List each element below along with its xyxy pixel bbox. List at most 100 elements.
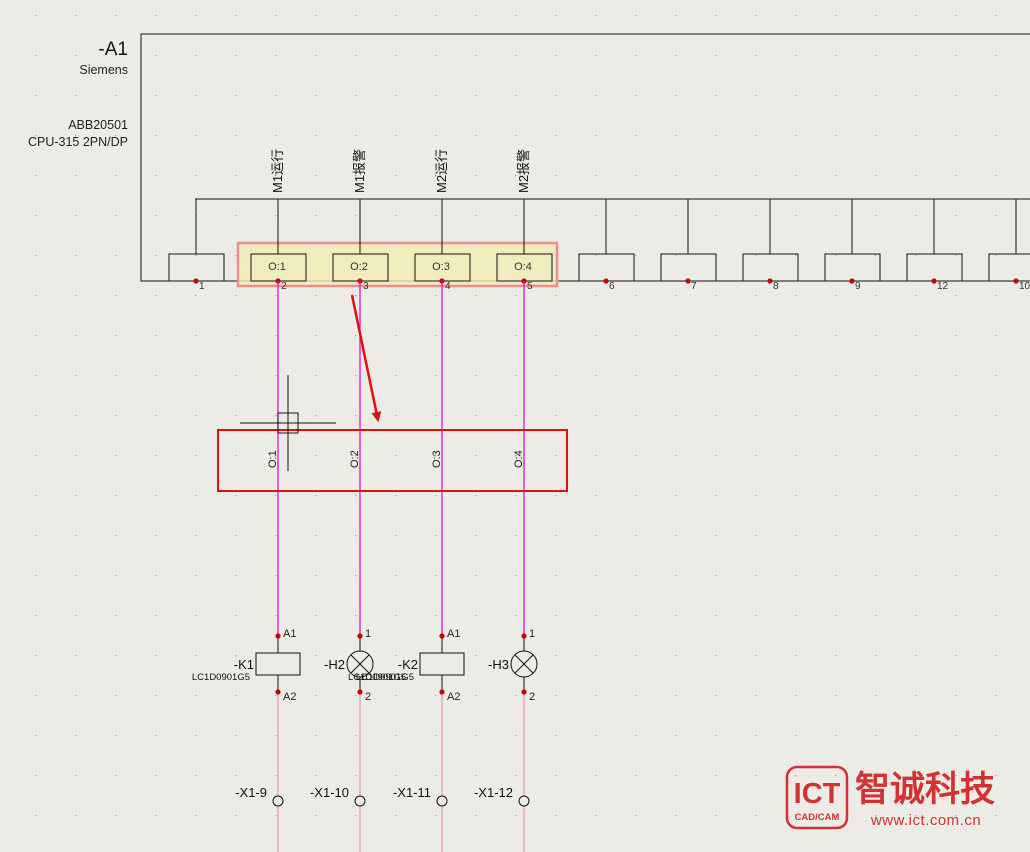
ict-watermark-logo: ICT CAD/CAM 智诚科技 www.ict.com.cn [785, 765, 995, 830]
bottom-pin-label: A2 [447, 691, 460, 703]
device-model: CPU-315 2PN/DP [28, 135, 128, 149]
component-part-number: LC1D0901G5 [192, 672, 250, 683]
io-pin[interactable]: 7 [660, 199, 717, 292]
callout-label: O:3 [431, 450, 443, 468]
watermark-url: www.ict.com.cn [870, 812, 981, 829]
terminal[interactable]: -X1-12 [474, 785, 530, 807]
pin-number: 5 [527, 281, 533, 292]
connection-dot [357, 633, 363, 639]
component-part-number: LC1D0901G5 [356, 672, 414, 683]
pin-number: 9 [855, 281, 861, 292]
channel-label: M2报警 [516, 149, 531, 193]
terminal[interactable]: -X1-11 [393, 785, 448, 807]
watermark-logo-frame [785, 765, 849, 830]
terminal-symbol-icon [436, 795, 448, 807]
terminal[interactable]: -X1-9 [235, 785, 284, 807]
pin-number: 8 [773, 281, 779, 292]
channel-label: M1报警 [352, 149, 367, 193]
pin-number: 1 [199, 281, 205, 292]
indicator-lamp[interactable]: 1 2 -H3 [488, 628, 538, 703]
io-pin[interactable]: 6 [578, 199, 635, 292]
channel-label: M2运行 [434, 149, 449, 193]
coil-symbol-icon [255, 652, 301, 676]
pin-number: 10 [1019, 281, 1030, 292]
pin-number: 12 [937, 281, 949, 292]
bottom-pin-label: 2 [365, 691, 371, 703]
terminal-symbol-icon [354, 795, 366, 807]
connection-dot [849, 278, 855, 284]
watermark-company: 智诚科技 [855, 770, 995, 809]
component-tag: -K1 [234, 657, 254, 672]
callout-arrow [350, 294, 382, 422]
lamp-symbol-icon [510, 650, 538, 678]
output-channel[interactable]: M2运行 O:3 4 [414, 149, 471, 292]
wires [277, 281, 525, 852]
output-channels: M1运行 O:1 2 M1报警 O:2 3 M2运行 O:3 4 M2报警 O:4 5 [250, 149, 553, 292]
top-pin-label: 1 [365, 628, 371, 640]
terminals: -X1-9 -X1-10 -X1-11 -X1-12 [235, 785, 530, 807]
connection-dot [767, 278, 773, 284]
pin-number: 6 [609, 281, 615, 292]
connection-dot [439, 633, 445, 639]
pin-number: 7 [691, 281, 697, 292]
component-tag: -H2 [324, 657, 345, 672]
bottom-pin-label: A2 [283, 691, 296, 703]
output-address: O:2 [350, 261, 368, 273]
io-pin[interactable]: 10 [988, 199, 1030, 292]
io-pin[interactable]: 1 [168, 199, 225, 292]
connection-dot [931, 278, 937, 284]
io-pin[interactable]: 9 [824, 199, 881, 292]
terminal-symbol-icon [272, 795, 284, 807]
output-channel[interactable]: M2报警 O:4 5 [496, 149, 553, 292]
terminal-label: -X1-12 [474, 785, 513, 800]
output-address: O:1 [268, 261, 286, 273]
crosshair-cursor-icon [240, 375, 336, 471]
callout-label: O:4 [513, 450, 525, 468]
terminal[interactable]: -X1-10 [310, 785, 366, 807]
connection-dot [521, 633, 527, 639]
connection-dot [193, 278, 199, 284]
connection-dot [521, 689, 527, 695]
watermark-brand-sub: CAD/CAM [795, 812, 840, 823]
terminal-label: -X1-9 [235, 785, 267, 800]
connection-dot [685, 278, 691, 284]
watermark-brand: ICT [794, 778, 841, 810]
output-channel[interactable]: M1运行 O:1 2 [250, 149, 307, 292]
component-part-number: LC1D0901G5 [348, 672, 406, 683]
io-pin[interactable]: 12 [906, 199, 963, 292]
connection-dot [1013, 278, 1019, 284]
pin-number: 4 [445, 281, 451, 292]
output-address: O:4 [514, 261, 532, 273]
pin-number: 3 [363, 281, 369, 292]
selection-highlight[interactable] [236, 241, 559, 288]
top-pin-label: A1 [447, 628, 460, 640]
lamp-symbol-icon [346, 650, 374, 678]
connection-dot [357, 689, 363, 695]
bottom-pin-label: 2 [529, 691, 535, 703]
terminal-label: -X1-11 [393, 785, 431, 800]
pin-number: 2 [281, 281, 287, 292]
callout-label: O:2 [349, 450, 361, 468]
connection-dot [275, 689, 281, 695]
component-tag: -K2 [398, 657, 418, 672]
io-pin[interactable]: 8 [742, 199, 799, 292]
component-tag: -H3 [488, 657, 509, 672]
output-address: O:3 [432, 261, 450, 273]
connection-dot [275, 633, 281, 639]
terminal-symbol-icon [518, 795, 530, 807]
channel-label: M1运行 [270, 149, 285, 193]
io-pins: 1 6 7 8 9 12 10 [168, 199, 1030, 292]
connection-dot [439, 689, 445, 695]
device-manufacturer: Siemens [79, 63, 128, 77]
device-part-number: ABB20501 [68, 118, 128, 132]
connection-dot [603, 278, 609, 284]
top-pin-label: A1 [283, 628, 296, 640]
top-pin-label: 1 [529, 628, 535, 640]
